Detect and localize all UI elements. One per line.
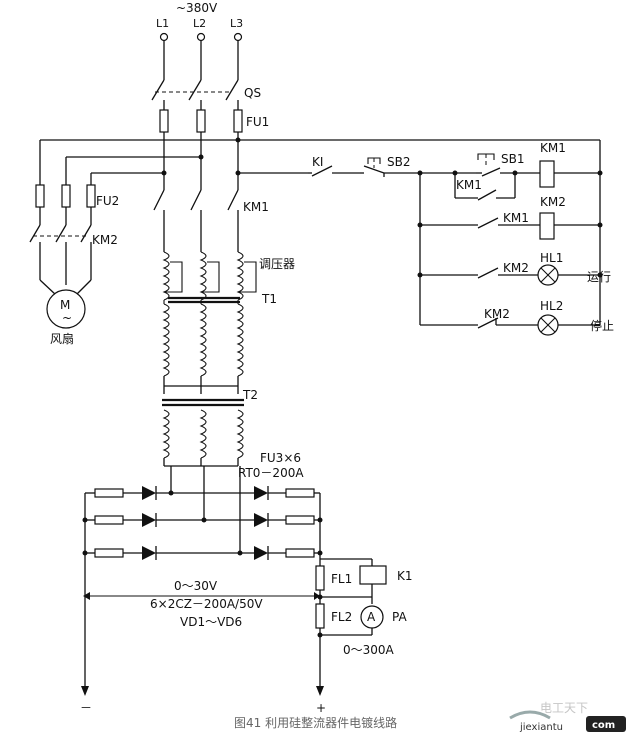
- diode-spec-label: 6×2CZ－200A/50V: [150, 597, 263, 611]
- plus-terminal-label: +: [316, 701, 326, 715]
- fl2-label: FL2: [331, 610, 352, 624]
- fan-label: 风扇: [50, 331, 74, 346]
- current-range-label: 0～300A: [343, 643, 395, 657]
- t2-label: T2: [242, 388, 258, 402]
- voltage-range-label: 0～30V: [174, 579, 218, 593]
- fan-branch: [29, 184, 96, 296]
- supply-terminals: [159, 32, 243, 80]
- qs-label: QS: [244, 86, 261, 100]
- qs-switch: [151, 79, 239, 110]
- km2-nc-label: KM2: [484, 307, 510, 321]
- ammeter-symbol: A: [367, 610, 376, 624]
- control-circuit: [308, 153, 603, 336]
- regulator-label: 调压器: [259, 257, 295, 271]
- supply-voltage-label: ~380V: [176, 1, 218, 15]
- sb2-label: SB2: [387, 155, 410, 169]
- phase-l2-label: L2: [193, 17, 206, 30]
- fu2-label: FU2: [96, 194, 119, 208]
- fl1-label: FL1: [331, 572, 352, 586]
- fu3-label: FU3×6: [260, 451, 301, 465]
- km2-no-label: KM2: [503, 261, 529, 275]
- fu1-fuses: [159, 109, 243, 190]
- run-label: 运行: [587, 270, 611, 284]
- km1-main-label: KM1: [243, 200, 269, 214]
- t1-label: T1: [261, 292, 277, 306]
- figure-caption: 图41 利用硅整流器件电镀线路: [234, 715, 397, 730]
- motor-tilde: ~: [62, 311, 72, 325]
- k1-label: K1: [397, 569, 413, 583]
- hl1-label: HL1: [540, 251, 563, 265]
- km2-coil-label: KM2: [540, 195, 566, 209]
- km1-main-contacts: [153, 189, 239, 252]
- phase-l1-label: L1: [156, 17, 169, 30]
- phase-l3-label: L3: [230, 17, 243, 30]
- fan-motor: [46, 289, 86, 329]
- motor-label: M: [60, 298, 70, 312]
- fu1-label: FU1: [246, 115, 269, 129]
- watermark-badge: com: [592, 720, 615, 731]
- km1-aux-label: KM1: [503, 211, 529, 225]
- rectifier-bridge: [82, 486, 323, 690]
- vd-label: VD1～VD6: [180, 615, 242, 629]
- rt0-label: RT0－200A: [238, 466, 304, 480]
- stop-label: 停止: [590, 318, 614, 333]
- fan-km2-label: KM2: [92, 233, 118, 247]
- km1-coil-label: KM1: [540, 141, 566, 155]
- hl2-label: HL2: [540, 299, 563, 313]
- t1-regulator-transformer: [162, 251, 257, 387]
- ki-label: KI: [312, 155, 323, 169]
- watermark-line1: 电工天下: [540, 701, 588, 715]
- watermark-logo: [509, 710, 626, 732]
- pa-label: PA: [392, 610, 407, 624]
- output-measurement: [81, 553, 387, 696]
- watermark-line2: jiexiantu: [519, 722, 563, 733]
- km1-seal-label: KM1: [456, 178, 482, 192]
- minus-terminal-label: －: [80, 701, 92, 715]
- t2-transformer: [162, 386, 244, 553]
- sb1-label: SB1: [501, 152, 524, 166]
